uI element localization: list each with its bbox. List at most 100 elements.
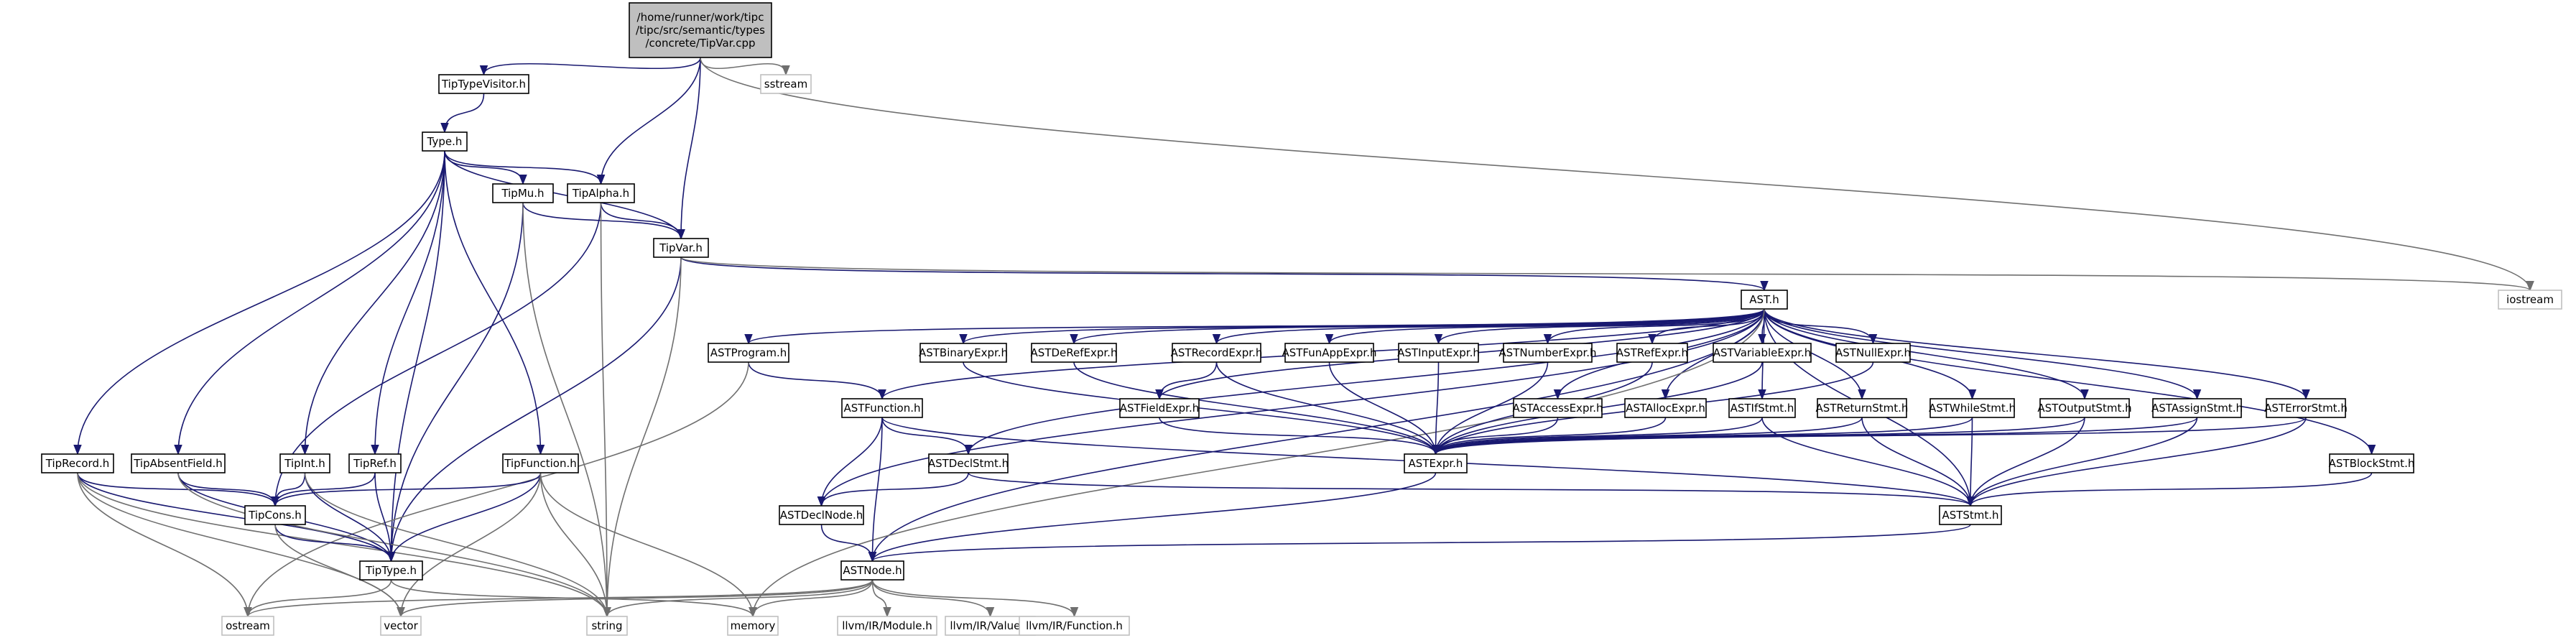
edge-TipRecord-to-TipCons <box>77 472 279 507</box>
node-box[interactable] <box>279 453 330 473</box>
node-TipAlpha[interactable]: TipAlpha.h <box>567 183 635 203</box>
node-label: memory <box>731 619 776 632</box>
node-label: TipMu.h <box>501 187 544 200</box>
node-ASTAssignStmt[interactable]: ASTAssignStmt.h <box>2151 398 2243 418</box>
node-box[interactable] <box>422 131 468 152</box>
node-ASTStmt[interactable]: ASTStmt.h <box>1939 505 2002 525</box>
node-box[interactable] <box>492 183 554 203</box>
node-ASTBlockStmt[interactable]: ASTBlockStmt.h <box>2329 453 2415 473</box>
node-box[interactable] <box>928 453 1009 473</box>
node-ASTNode[interactable]: ASTNode.h <box>840 560 904 581</box>
node-box[interactable] <box>2039 398 2130 418</box>
node-TipAbsentField[interactable]: TipAbsentField.h <box>131 453 226 473</box>
node-box[interactable] <box>1817 398 1907 418</box>
node-box[interactable] <box>438 74 529 94</box>
edge-TipMu-to-TipVar <box>522 202 685 240</box>
node-ASTRefExpr[interactable]: ASTRefExpr.h <box>1616 343 1688 363</box>
edge-AST-to-ASTAssignStmt <box>1764 308 2202 400</box>
node-label: ostream <box>226 619 270 632</box>
node-ASTDeclNode[interactable]: ASTDeclNode.h <box>779 505 864 525</box>
node-box[interactable] <box>41 453 114 473</box>
node-label: ASTNullExpr.h <box>1835 346 1911 359</box>
node-box[interactable] <box>1728 398 1796 418</box>
node-box[interactable] <box>244 505 306 525</box>
node-ASTNullExpr[interactable]: ASTNullExpr.h <box>1835 343 1911 363</box>
node-root[interactable]: /home/runner/work/tipc/tipc/src/semantic… <box>629 2 772 58</box>
node-TipTypeVisitor[interactable]: TipTypeVisitor.h <box>438 74 529 94</box>
node-TipRef[interactable]: TipRef.h <box>348 453 402 473</box>
node-box[interactable] <box>131 453 226 473</box>
node-box[interactable] <box>1513 398 1603 418</box>
node-ASTAllocExpr[interactable]: ASTAllocExpr.h <box>1624 398 1707 418</box>
node-box[interactable] <box>2152 398 2242 418</box>
node-box[interactable] <box>1172 343 1261 363</box>
node-box[interactable] <box>359 560 423 581</box>
node-Type[interactable]: Type.h <box>422 131 468 152</box>
node-TipCons[interactable]: TipCons.h <box>244 505 306 525</box>
node-box[interactable] <box>1031 343 1117 363</box>
node-label: ASTProgram.h <box>710 346 787 359</box>
node-ASTBinaryExpr[interactable]: ASTBinaryExpr.h <box>919 343 1008 363</box>
node-box[interactable] <box>779 505 864 525</box>
node-ASTFunction[interactable]: ASTFunction.h <box>841 398 923 418</box>
node-box[interactable] <box>653 238 709 258</box>
node-box[interactable] <box>1741 290 1788 310</box>
node-ASTFunAppExpr[interactable]: ASTFunAppExpr.h <box>1282 343 1377 363</box>
node-box[interactable] <box>348 453 402 473</box>
node-box[interactable] <box>2266 398 2346 418</box>
edge-Type-to-TipRecord <box>73 150 445 456</box>
node-box[interactable] <box>708 343 789 363</box>
node-label: ASTReturnStmt.h <box>1816 402 1909 415</box>
node-TipRecord[interactable]: TipRecord.h <box>41 453 114 473</box>
node-box[interactable] <box>919 343 1007 363</box>
edge-AST-to-ASTBlockStmt <box>1764 308 2376 456</box>
node-ASTProgram[interactable]: ASTProgram.h <box>708 343 789 363</box>
node-ASTVariableExpr[interactable]: ASTVariableExpr.h <box>1713 343 1812 363</box>
node-ASTInputExpr[interactable]: ASTInputExpr.h <box>1397 343 1480 363</box>
node-box[interactable] <box>502 453 579 473</box>
node-box[interactable] <box>1835 343 1911 363</box>
node-TipVar[interactable]: TipVar.h <box>653 238 709 258</box>
node-ASTDeclStmt[interactable]: ASTDeclStmt.h <box>928 453 1009 473</box>
edge-ASTAllocExpr-to-ASTExpr <box>1431 417 1667 456</box>
node-ASTDeRefExpr[interactable]: ASTDeRefExpr.h <box>1031 343 1118 363</box>
node-box[interactable] <box>1939 505 2002 525</box>
node-box[interactable] <box>1398 343 1479 363</box>
node-box[interactable] <box>840 560 904 581</box>
node-box[interactable] <box>1929 398 2015 418</box>
node-box[interactable] <box>1404 453 1468 473</box>
node-box[interactable] <box>1616 343 1688 363</box>
node-box[interactable] <box>567 183 635 203</box>
node-ASTFieldExpr[interactable]: ASTFieldExpr.h <box>1119 398 1200 418</box>
node-box[interactable] <box>1503 343 1593 363</box>
node-ASTNumberExpr[interactable]: ASTNumberExpr.h <box>1498 343 1597 363</box>
node-ASTAccessExpr[interactable]: ASTAccessExpr.h <box>1512 398 1603 418</box>
node-ASTWhileStmt[interactable]: ASTWhileStmt.h <box>1929 398 2016 418</box>
edge-ASTNode-to-llvmValue <box>871 579 995 618</box>
edge-ASTOutputStmt-to-ASTExpr <box>1432 417 2085 456</box>
edge-TipMu-to-TipType <box>386 202 524 563</box>
node-ASTExpr[interactable]: ASTExpr.h <box>1404 453 1468 473</box>
node-ASTErrorStmt[interactable]: ASTErrorStmt.h <box>2264 398 2348 418</box>
node-label: ASTAssignStmt.h <box>2151 402 2243 415</box>
node-box[interactable] <box>2329 453 2414 473</box>
node-box[interactable] <box>629 2 772 58</box>
node-ASTRecordExpr[interactable]: ASTRecordExpr.h <box>1171 343 1263 363</box>
node-box[interactable] <box>1284 343 1374 363</box>
node-label: ASTInputExpr.h <box>1397 346 1480 359</box>
edge-ASTErrorStmt-to-ASTExpr <box>1432 417 2307 456</box>
edge-TipType-to-memory <box>390 579 757 618</box>
node-box[interactable] <box>841 398 923 418</box>
node-TipType[interactable]: TipType.h <box>359 560 423 581</box>
node-TipMu[interactable]: TipMu.h <box>492 183 554 203</box>
node-TipInt[interactable]: TipInt.h <box>279 453 330 473</box>
edge-ASTDeclStmt-to-ASTDeclNode <box>817 472 969 507</box>
node-box[interactable] <box>1713 343 1812 363</box>
node-AST[interactable]: AST.h <box>1741 290 1788 310</box>
node-box[interactable] <box>1119 398 1200 418</box>
node-box[interactable] <box>1624 398 1707 418</box>
node-ASTOutputStmt[interactable]: ASTOutputStmt.h <box>2037 398 2132 418</box>
node-TipFunction[interactable]: TipFunction.h <box>502 453 579 473</box>
node-ASTReturnStmt[interactable]: ASTReturnStmt.h <box>1816 398 1909 418</box>
node-ASTIfStmt[interactable]: ASTIfStmt.h <box>1728 398 1796 418</box>
